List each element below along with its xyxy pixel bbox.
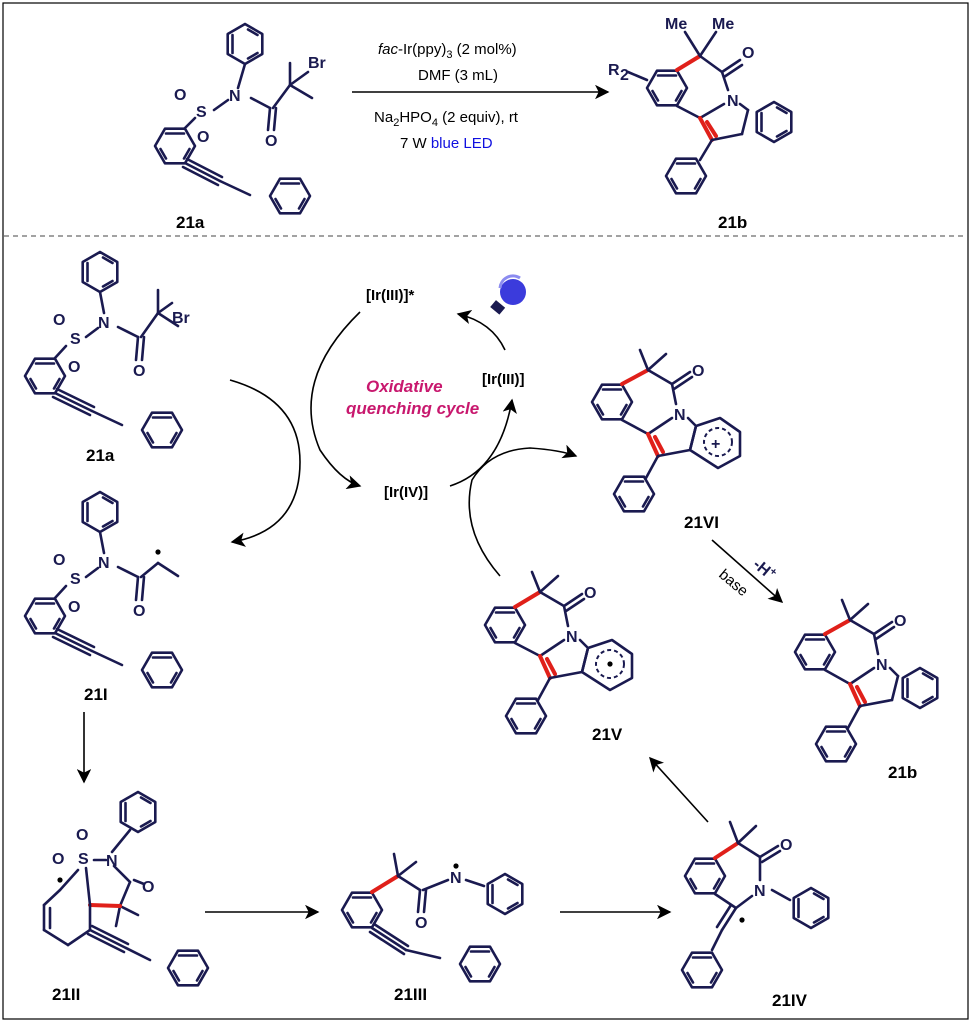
svg-text:N: N bbox=[727, 93, 739, 110]
svg-text:O: O bbox=[780, 837, 792, 854]
arrow-ir3-to-ir3star bbox=[456, 309, 506, 351]
svg-text:O: O bbox=[52, 851, 64, 868]
cycle-title-line2: quenching cycle bbox=[346, 399, 479, 418]
condition-solvent: DMF (3 mL) bbox=[418, 67, 498, 84]
arrow-ir4-to-ir3 bbox=[449, 398, 517, 487]
svg-text:O: O bbox=[415, 915, 427, 932]
svg-text:N: N bbox=[450, 870, 462, 887]
svg-text:N: N bbox=[754, 883, 766, 900]
arrow-21VI-to-21b bbox=[711, 539, 784, 603]
svg-text:R: R bbox=[608, 62, 620, 79]
svg-text:N: N bbox=[98, 315, 110, 332]
structure-21VI: O N + bbox=[590, 348, 742, 513]
base-label: base bbox=[715, 566, 751, 600]
label-21I: 21I bbox=[84, 685, 108, 704]
structure-21I: N S O O O bbox=[23, 490, 184, 689]
svg-text:S: S bbox=[196, 104, 207, 121]
svg-text:O: O bbox=[584, 585, 596, 602]
svg-text:O: O bbox=[894, 613, 906, 630]
condition-base: Na2HPO4 (2 equiv), rt bbox=[374, 109, 519, 129]
svg-text:O: O bbox=[197, 129, 209, 146]
ir4-label: [Ir(IV)] bbox=[384, 484, 428, 501]
svg-text:O: O bbox=[174, 87, 186, 104]
svg-text:O: O bbox=[76, 827, 88, 844]
svg-text:Me: Me bbox=[665, 16, 687, 33]
label-21V: 21V bbox=[592, 725, 623, 744]
structure-21III: O N bbox=[340, 852, 524, 983]
label-21VI: 21VI bbox=[684, 513, 719, 532]
ir3-excited-label: [Ir(III)]* bbox=[366, 287, 414, 304]
label-21II: 21II bbox=[52, 985, 80, 1004]
svg-text:O: O bbox=[68, 359, 80, 376]
svg-text:N: N bbox=[674, 407, 686, 424]
deprotonation-label: -H+ bbox=[749, 555, 779, 585]
svg-text:N: N bbox=[98, 555, 110, 572]
arrow-21V-to-21VI bbox=[468, 444, 578, 577]
svg-text:O: O bbox=[53, 552, 65, 569]
svg-text:O: O bbox=[53, 312, 65, 329]
svg-text:O: O bbox=[742, 45, 754, 62]
condition-catalyst: fac-Ir(ppy)3 (2 mol%) bbox=[378, 41, 517, 61]
arrow-ir3star-to-ir4 bbox=[310, 311, 362, 490]
svg-text:N: N bbox=[566, 629, 578, 646]
svg-text:N: N bbox=[106, 853, 118, 870]
svg-text:O: O bbox=[68, 599, 80, 616]
product-21b-top: R 2 Me Me O N bbox=[608, 16, 793, 195]
cycle-title-line1: Oxidative bbox=[366, 377, 443, 396]
label-21III: 21III bbox=[394, 985, 427, 1004]
label-21a: 21a bbox=[86, 446, 115, 465]
structure-21V: O N bbox=[483, 570, 634, 735]
svg-text:N: N bbox=[229, 88, 241, 105]
svg-text:S: S bbox=[70, 571, 81, 588]
ir3-label: [Ir(III)] bbox=[482, 371, 525, 388]
structure-21IV: O N bbox=[680, 820, 830, 989]
arrow-21IV-to-21V bbox=[649, 756, 709, 823]
label-21b-top: 21b bbox=[718, 213, 747, 232]
arrow-21a-to-21I bbox=[229, 379, 301, 547]
starting-material-21a-top: N S O O O Br bbox=[153, 22, 326, 215]
structure-21b: O N bbox=[793, 598, 939, 763]
label-21b: 21b bbox=[888, 763, 917, 782]
svg-text:Me: Me bbox=[712, 16, 734, 33]
svg-text:O: O bbox=[692, 363, 704, 380]
svg-text:S: S bbox=[70, 331, 81, 348]
label-21a-top: 21a bbox=[176, 213, 205, 232]
svg-text:Br: Br bbox=[308, 55, 326, 72]
light-bulb-icon bbox=[490, 274, 526, 315]
structure-21a: N S O O O Br bbox=[23, 250, 190, 449]
svg-text:O: O bbox=[133, 363, 145, 380]
svg-text:O: O bbox=[133, 603, 145, 620]
svg-text:N: N bbox=[876, 657, 888, 674]
structure-21II: N S O O O bbox=[42, 790, 210, 987]
svg-text:Br: Br bbox=[172, 310, 190, 327]
svg-text:+: + bbox=[711, 436, 720, 453]
svg-text:O: O bbox=[142, 879, 154, 896]
label-21IV: 21IV bbox=[772, 991, 808, 1010]
svg-text:S: S bbox=[78, 851, 89, 868]
svg-text:2: 2 bbox=[620, 67, 629, 84]
svg-text:O: O bbox=[265, 133, 277, 150]
condition-light: 7 W blue LED bbox=[400, 135, 493, 152]
